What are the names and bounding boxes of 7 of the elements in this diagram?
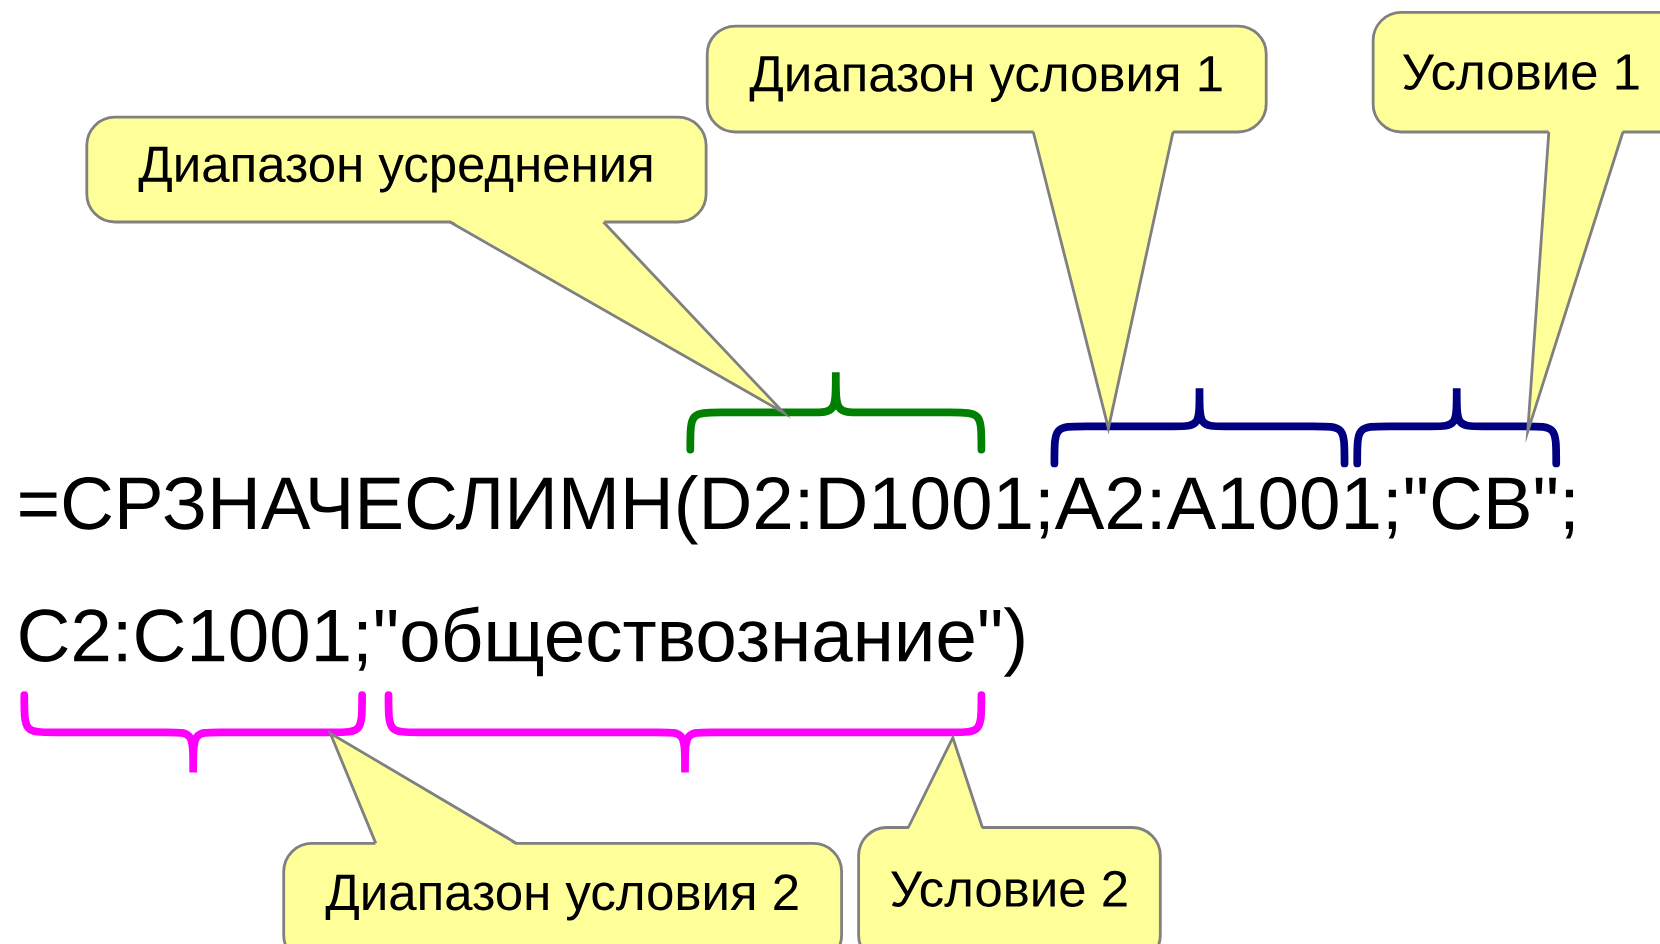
callout: Диапазон условия 2	[282, 729, 843, 944]
callout: Условие 2	[857, 733, 1162, 944]
callout: Диапазон усреднения	[85, 115, 791, 419]
formula-text: C2:C1001;"обществознание")	[20, 606, 1024, 677]
callout: Диапазон условия 1	[705, 24, 1268, 435]
callout: Условие 1	[1371, 11, 1660, 444]
formula-text: =СРЗНАЧЕСЛИМН(D2:D1001;A2:A1001;"СВ";	[20, 475, 1574, 545]
